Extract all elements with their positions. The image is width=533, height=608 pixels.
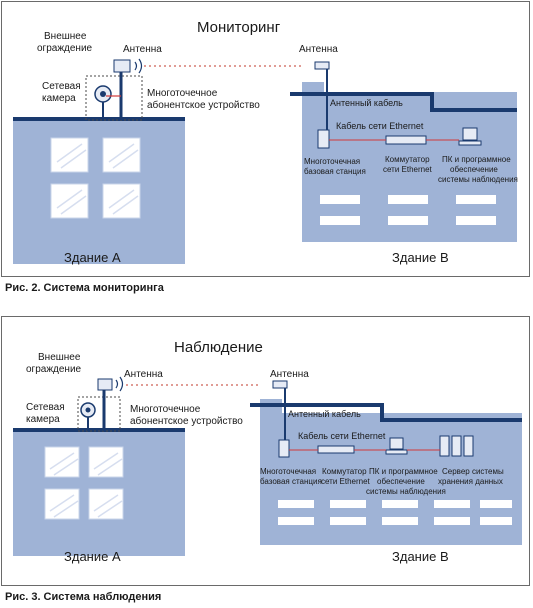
building-a-label: Здание А: [64, 250, 121, 265]
ethernet-cable-label: Кабель сети Ethernet: [298, 431, 386, 441]
pc-icon: [385, 437, 408, 455]
pc-label-2: обеспечение: [377, 477, 425, 486]
building-b-roof: [250, 403, 522, 422]
figure-3-caption: Рис. 3. Система наблюдения: [5, 591, 162, 603]
outer-fence: [77, 396, 121, 432]
server-label-2: хранения данных: [438, 477, 503, 486]
cpe-device-icon: [113, 59, 131, 73]
figure-monitoring-panel: Мониторинг Здание А Внешнее о: [1, 1, 530, 277]
pc-label-1: ПК и программное: [369, 467, 438, 476]
fence-label-2: ограждение: [37, 43, 93, 54]
outer-fence: [85, 75, 143, 121]
building-a-roof: [13, 428, 185, 432]
building-a-windows: [44, 446, 124, 520]
antenna-left-label: Антенна: [124, 369, 163, 380]
building-a-roof: [13, 117, 185, 121]
building-b-windows: [320, 195, 496, 225]
camera-label-2: камера: [42, 93, 76, 104]
cpe-label-1: Многоточечное: [147, 88, 218, 99]
fence-label-2: ограждение: [26, 364, 82, 375]
server-label-1: Сервер системы: [442, 467, 504, 476]
building-a-windows: [50, 137, 141, 219]
pc-label-2: обеспечение: [450, 165, 498, 174]
switch-label-1: Коммутатор: [385, 155, 430, 164]
pc-label-3: системы наблюдения: [366, 487, 446, 496]
pc-label-3: системы наблюдения: [438, 175, 518, 184]
base-station-label-2: базовая станция: [260, 477, 322, 486]
storage-server-icon: [439, 435, 474, 457]
cpe-device-icon: [97, 378, 113, 391]
antenna-left-icon: [134, 58, 143, 74]
antenna-right-label: Антенна: [299, 44, 338, 55]
figure-title: Мониторинг: [197, 19, 281, 36]
building-b-roof: [290, 92, 517, 112]
camera-label-1: Сетевая: [42, 81, 81, 92]
camera-label-2: камера: [26, 414, 60, 425]
network-camera-icon: [94, 85, 112, 120]
fence-label-1: Внешнее: [38, 352, 81, 363]
network-camera-icon: [80, 402, 96, 431]
building-a-label: Здание А: [64, 549, 121, 564]
figure-2-caption: Рис. 2. Система мониторинга: [5, 282, 164, 294]
monitoring-diagram: Мониторинг Здание А Внешнее о: [13, 19, 518, 265]
surveillance-diagram: Наблюдение Здание А Внешнее ограждение А…: [13, 339, 522, 564]
building-b-label: Здание В: [392, 250, 449, 265]
antenna-left-label: Антенна: [123, 44, 162, 55]
base-station-label-1: Многоточечная: [304, 157, 360, 166]
switch-label-2: сети Ethernet: [383, 165, 433, 174]
base-station-label-2: базовая станция: [304, 167, 366, 176]
fence-label-1: Внешнее: [44, 31, 87, 42]
antenna-cable-label: Антенный кабель: [330, 98, 403, 108]
cpe-label-2: абонентское устройство: [130, 415, 243, 427]
switch-icon: [317, 445, 355, 454]
base-station-icon: [317, 129, 330, 149]
antenna-right-icon: [314, 61, 330, 70]
switch-icon: [385, 135, 427, 145]
building-a: [13, 117, 185, 264]
antenna-left-icon: [115, 376, 124, 392]
antenna-right-label: Антенна: [270, 369, 309, 380]
cpe-label-2: абонентское устройство: [147, 99, 260, 111]
building-b-windows: [278, 500, 512, 525]
base-station-label-1: Многоточечная: [260, 467, 316, 476]
antenna-right-icon: [272, 380, 288, 389]
figure-title: Наблюдение: [174, 339, 263, 356]
figure-surveillance-panel: Наблюдение Здание А Внешнее ограждение А…: [1, 316, 530, 586]
camera-label-1: Сетевая: [26, 402, 65, 413]
switch-label-1: Коммутатор: [322, 467, 367, 476]
building-b-label: Здание В: [392, 549, 449, 564]
pc-label-1: ПК и программное: [442, 155, 511, 164]
pc-icon: [458, 127, 482, 146]
ethernet-cable-label: Кабель сети Ethernet: [336, 121, 424, 131]
cpe-label-1: Многоточечное: [130, 404, 201, 415]
switch-label-2: сети Ethernet: [321, 477, 371, 486]
antenna-cable-label: Антенный кабель: [288, 409, 361, 419]
base-station-icon: [278, 439, 290, 458]
